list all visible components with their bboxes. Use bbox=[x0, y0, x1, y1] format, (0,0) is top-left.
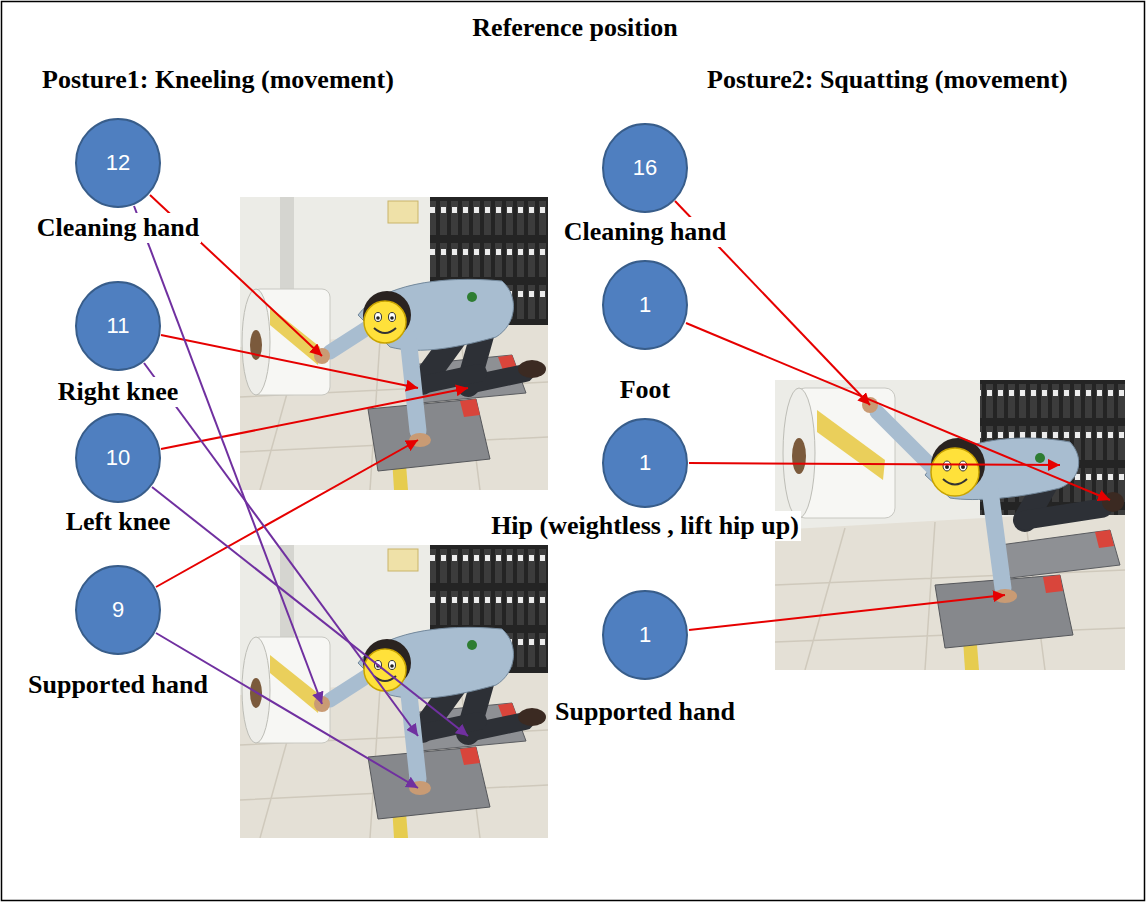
leader-line bbox=[156, 440, 418, 587]
posture-heading: Posture2: Squatting (movement) bbox=[705, 65, 1070, 95]
callout-number: 11 bbox=[74, 280, 162, 372]
purple-leaders bbox=[134, 206, 468, 788]
leader-line bbox=[689, 595, 1005, 630]
leader-line bbox=[689, 463, 1060, 465]
callout-circle: 9 bbox=[74, 564, 162, 656]
kneeling-photo bbox=[240, 197, 548, 490]
leader-line bbox=[134, 206, 322, 704]
callout-number: 1 bbox=[601, 259, 689, 351]
body-part-label: Cleaning hand bbox=[562, 217, 729, 247]
callout-circle: 16 bbox=[601, 122, 689, 214]
callout-number: 1 bbox=[601, 417, 689, 509]
body-part-label: Right knee bbox=[56, 377, 181, 407]
callout-node: 10Left knee bbox=[63, 412, 174, 537]
callout-circle: 1 bbox=[601, 417, 689, 509]
body-part-label: Left knee bbox=[64, 507, 173, 537]
callout-node: 16Cleaning hand bbox=[561, 122, 730, 247]
callout-circle: 1 bbox=[601, 589, 689, 681]
leader-line bbox=[156, 633, 418, 788]
body-part-label: Cleaning hand bbox=[35, 213, 202, 243]
body-part-label: Foot bbox=[618, 375, 673, 405]
callout-number: 1 bbox=[601, 589, 689, 681]
red-leaders bbox=[150, 195, 1110, 630]
callout-node: 12Cleaning hand bbox=[34, 117, 203, 243]
body-part-label: Hip (weightless , lift hip up) bbox=[489, 511, 801, 541]
body-part-label: Supported hand bbox=[26, 670, 210, 700]
callout-circle: 10 bbox=[74, 412, 162, 504]
callout-node: 9Supported hand bbox=[25, 564, 211, 700]
callout-node: 1Hip (weightless , lift hip up) bbox=[488, 417, 802, 541]
callout-number: 10 bbox=[74, 412, 162, 504]
callout-node: 1Foot bbox=[600, 259, 690, 405]
squatting-photo bbox=[775, 380, 1125, 670]
body-part-label: Supported hand bbox=[553, 697, 737, 727]
leader-line bbox=[686, 323, 1110, 500]
callout-circle: 11 bbox=[74, 280, 162, 372]
posture-heading: Posture1: Kneeling (movement) bbox=[40, 65, 396, 95]
callout-number: 12 bbox=[74, 117, 162, 209]
callout-number: 16 bbox=[601, 122, 689, 214]
callout-number: 9 bbox=[74, 564, 162, 656]
kneeling-photo bbox=[240, 545, 548, 838]
diagram-title: Reference position bbox=[470, 13, 679, 43]
callout-circle: 12 bbox=[74, 117, 162, 209]
callout-circle: 1 bbox=[601, 259, 689, 351]
callout-node: 1Supported hand bbox=[552, 589, 738, 727]
callout-node: 11Right knee bbox=[55, 280, 182, 407]
